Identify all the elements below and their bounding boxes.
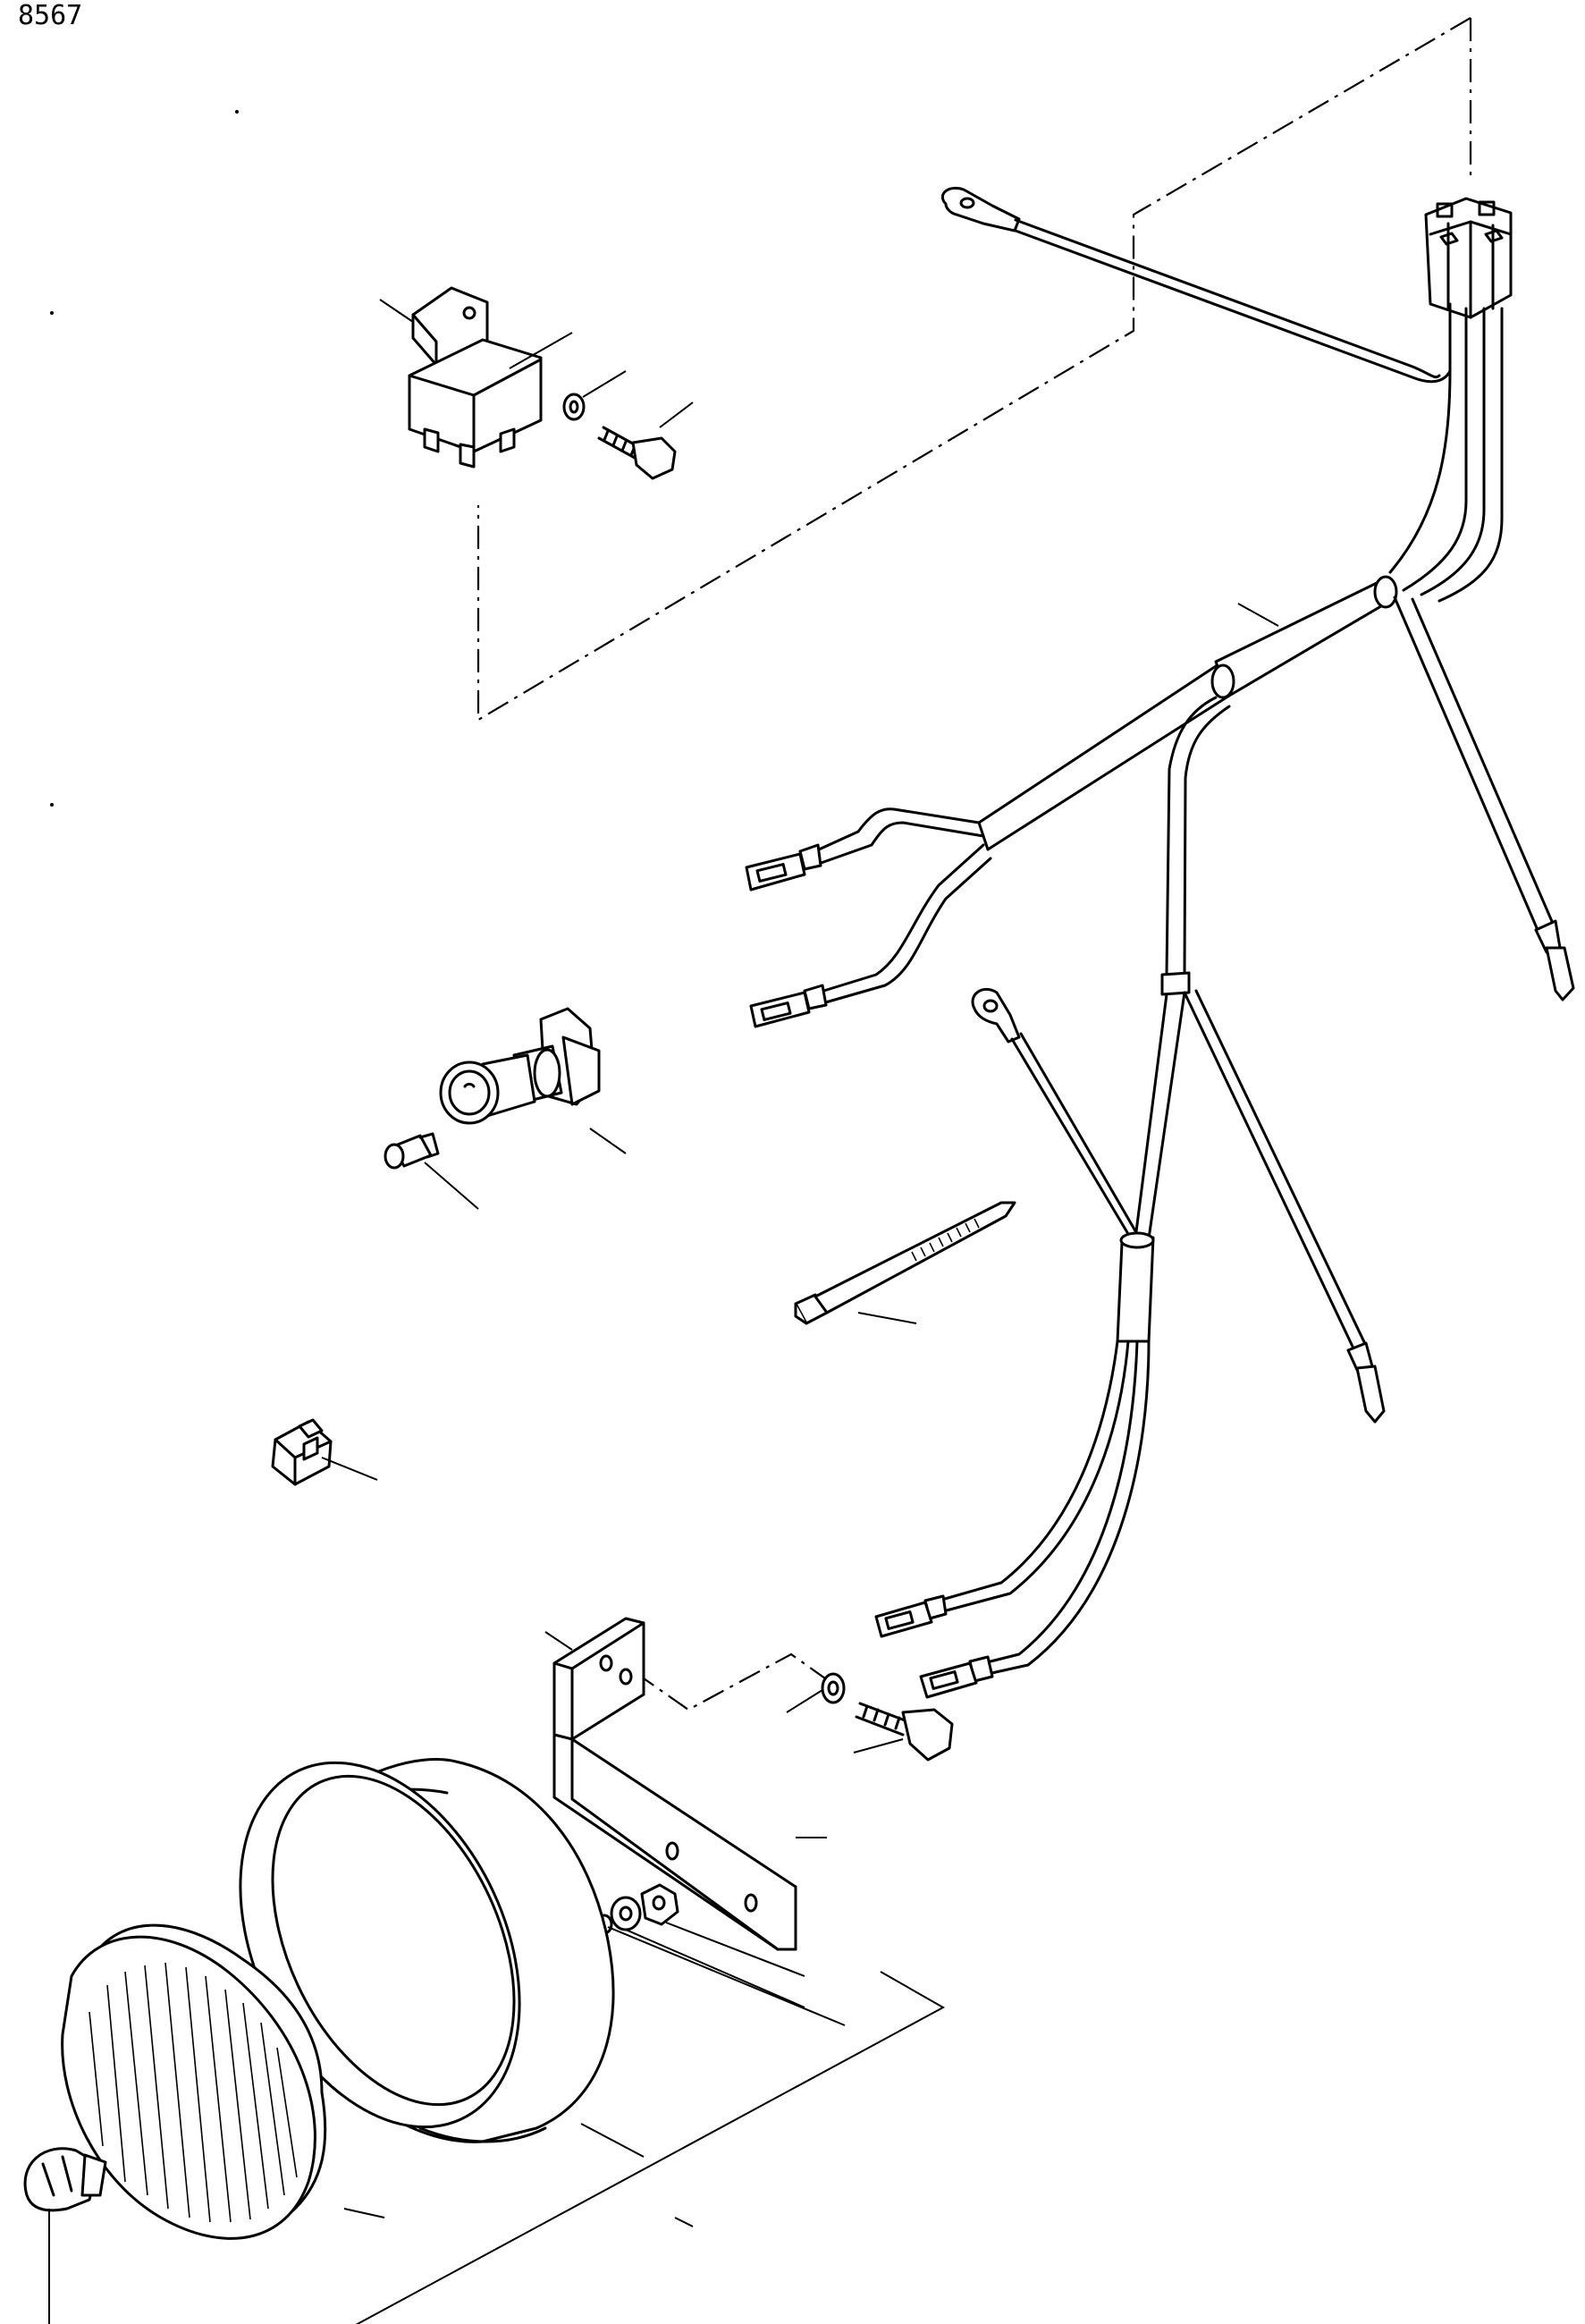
cable-tie-icon — [794, 1201, 1016, 1325]
relay-icon — [408, 286, 543, 469]
assembly-guide-lines — [476, 17, 1472, 1711]
clip-icon — [271, 1418, 333, 1486]
relay-socket-icon — [1424, 197, 1513, 319]
wiring-harness-icon — [745, 187, 1575, 1699]
figure-number: 8567 — [18, 0, 83, 31]
specks — [50, 110, 239, 807]
washer-icon — [821, 1672, 846, 1704]
indicator-bulb-icon — [384, 1132, 440, 1170]
bracket-icon — [552, 1617, 797, 1951]
washer-icon — [562, 393, 586, 421]
leader-lines — [48, 299, 1279, 2324]
nut-icon — [640, 1883, 679, 1926]
bulb-icon — [23, 2147, 107, 2212]
switch-icon — [439, 1007, 601, 1125]
lens-icon — [61, 1923, 327, 2240]
bolt-icon — [597, 426, 677, 480]
lamp-body-icon — [239, 1758, 615, 2143]
bolt-icon — [855, 1702, 954, 1762]
